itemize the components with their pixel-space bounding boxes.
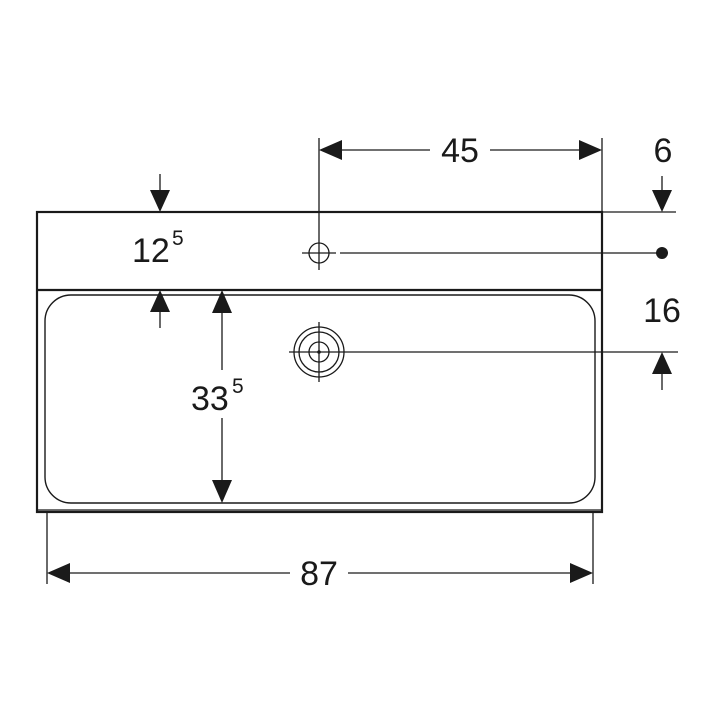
dimension-label-16: 16 — [643, 292, 681, 330]
arrow-87-right — [570, 563, 593, 583]
arrow-87-left — [47, 563, 70, 583]
arrow-6-down — [652, 190, 672, 212]
tap-hole — [302, 236, 336, 270]
dimension-label-33-5: 33 5 — [191, 375, 244, 418]
drain-hole — [289, 322, 349, 382]
dimension-label-87: 87 — [300, 555, 338, 593]
arrow-12-5-down — [150, 190, 170, 212]
svg-text:33: 33 — [191, 380, 229, 418]
dimension-label-6: 6 — [654, 132, 673, 170]
arrow-33-5-down — [212, 480, 232, 503]
svg-text:5: 5 — [232, 375, 244, 398]
arrow-45-left — [319, 140, 342, 160]
svg-text:5: 5 — [172, 227, 184, 250]
inner-bowl — [44, 294, 596, 504]
arrow-12-5-up — [150, 290, 170, 312]
svg-text:12: 12 — [132, 232, 170, 270]
arrow-16-up — [652, 352, 672, 374]
dimension-label-45: 45 — [441, 132, 479, 170]
arrow-45-right — [579, 140, 602, 160]
reference-dot — [656, 247, 668, 259]
arrow-33-5-up — [212, 290, 232, 313]
dimension-label-12-5: 12 5 — [132, 227, 184, 270]
